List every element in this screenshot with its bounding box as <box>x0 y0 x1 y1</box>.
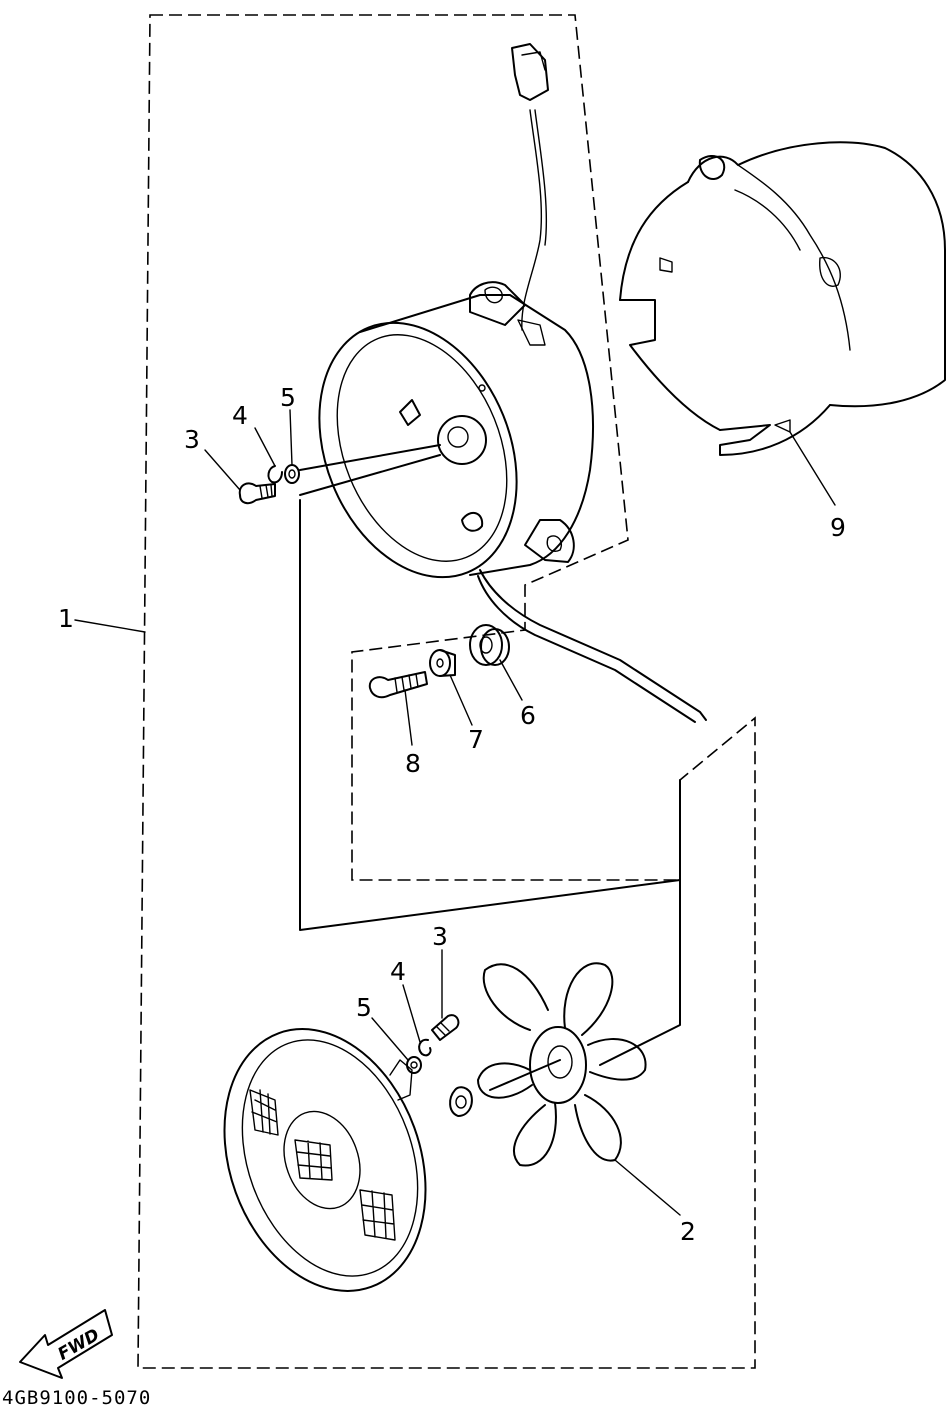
shaft-alignment-lines <box>299 444 561 1091</box>
mount-parts <box>368 624 510 699</box>
callout-8: 8 <box>405 749 421 778</box>
callout-6: 6 <box>520 701 536 730</box>
leader-lines <box>74 409 836 1216</box>
callout-9: 9 <box>830 513 846 542</box>
callout-2: 2 <box>680 1217 696 1246</box>
fan-blade <box>449 962 647 1167</box>
callout-1: 1 <box>58 604 74 633</box>
callout-3-upper: 3 <box>184 425 200 454</box>
assembly-boundary <box>137 14 756 1369</box>
motor-wire-harness <box>477 43 707 723</box>
fan-motor-body <box>318 281 594 579</box>
fwd-arrow: FWD <box>19 1309 113 1379</box>
fan-shroud <box>619 141 946 456</box>
callout-4-upper: 4 <box>232 401 248 430</box>
callout-7: 7 <box>468 725 484 754</box>
lower-fasteners <box>406 1014 460 1074</box>
callout-4-lower: 4 <box>390 957 406 986</box>
callout-5-lower: 5 <box>356 993 372 1022</box>
callout-labels: 1 3 4 5 9 6 7 8 3 4 5 2 <box>58 383 846 1246</box>
drawing-code: 4GB9100-5070 <box>2 1387 151 1409</box>
upper-fasteners <box>238 464 300 505</box>
callout-3-lower: 3 <box>432 922 448 951</box>
fan-guard <box>223 1028 427 1292</box>
motor-subframe-outline <box>299 499 681 1066</box>
callout-5-upper: 5 <box>280 383 296 412</box>
